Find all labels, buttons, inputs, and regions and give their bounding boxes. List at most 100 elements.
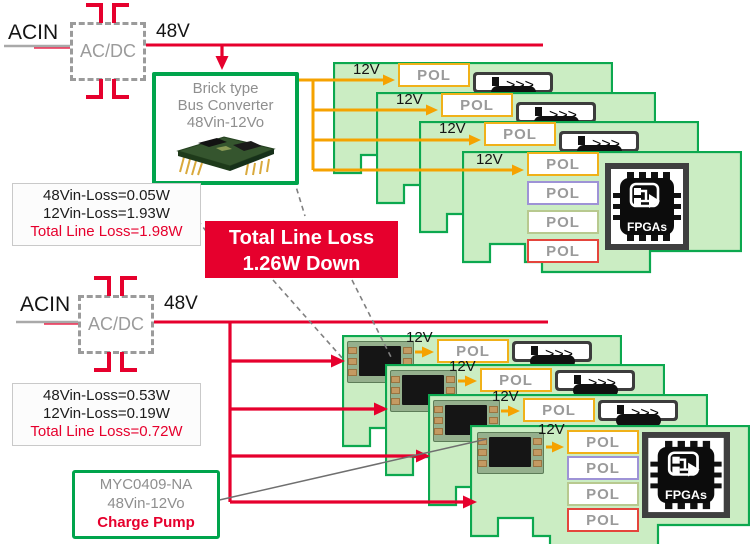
logic-flow-icon <box>667 451 700 477</box>
connector-latch-icon <box>616 414 661 427</box>
solder-pad-icon <box>533 460 542 467</box>
solder-pad-icon <box>348 358 357 365</box>
connector-latch-icon <box>573 384 618 397</box>
loss-line: 12Vin-Loss=1.93W <box>43 205 170 222</box>
fpga-chip: FPGAs <box>642 432 730 518</box>
acdc-label: AC/DC <box>87 314 144 334</box>
svg-text:FPGAs: FPGAs <box>627 220 667 234</box>
solder-pad-icon <box>391 387 400 394</box>
ac-plug-mark-icon <box>94 352 111 372</box>
solder-pad-icon <box>446 376 455 383</box>
rail-voltage-label: 12V <box>396 91 423 108</box>
connector-pin-icon <box>534 107 542 116</box>
fpga-chip-icon: FPGAs <box>605 163 689 250</box>
loss-note-top: 48Vin-Loss=0.05W 12Vin-Loss=1.93W Total … <box>12 183 201 246</box>
converter-title-line: Bus Converter <box>177 97 274 114</box>
ac-plug-mark-icon <box>120 352 137 372</box>
bus-voltage-label-bottom: 48V <box>164 293 198 314</box>
loss-line: 48Vin-Loss=0.53W <box>43 387 170 404</box>
charge-pump-module-photo <box>477 432 544 474</box>
brick-bus-converter-box: Brick type Bus Converter 48Vin-12Vo <box>152 72 299 185</box>
connector-pin-icon <box>573 375 581 384</box>
loss-line: 12Vin-Loss=0.19W <box>43 405 170 422</box>
badge-line: Total Line Loss <box>228 227 375 249</box>
callout-dashed-lines <box>186 179 392 361</box>
solder-pad-icon <box>391 398 400 405</box>
solder-pad-icon <box>446 387 455 394</box>
solder-pad-icon <box>434 406 443 413</box>
module-type-label: Charge Pump <box>97 514 195 531</box>
rail-voltage-label: 12V <box>406 329 433 346</box>
charge-pump-pointer-line <box>214 438 488 502</box>
module-part-number: MYC0409-NA <box>99 476 193 493</box>
solder-pad-icon <box>348 347 357 354</box>
connector-pin-icon <box>491 77 499 86</box>
connector-pin-icon <box>616 405 624 414</box>
solder-pad-icon <box>434 417 443 424</box>
fpga-chip: FPGAs <box>605 163 689 250</box>
rail-voltage-label: 12V <box>353 61 380 78</box>
svg-text:FPGAs: FPGAs <box>665 489 707 503</box>
dimm-connector: >>> <box>473 72 553 99</box>
pol-regulator: POL <box>441 93 513 117</box>
ac-plug-mark-icon <box>112 79 129 99</box>
dimm-connector: >>> <box>516 102 596 129</box>
total-loss-line: Total Line Loss=0.72W <box>30 423 183 440</box>
connector-pin-icon <box>577 136 585 145</box>
pol-regulator: POL <box>480 368 552 392</box>
acdc-converter-bottom: AC/DC <box>78 295 154 354</box>
rail-voltage-label: 12V <box>492 388 519 405</box>
charge-pump-module-box: MYC0409-NA 48Vin-12Vo Charge Pump <box>72 470 220 539</box>
badge-line: 1.26W Down <box>242 253 361 275</box>
module-to-pol-arrows <box>415 346 564 453</box>
ac-plug-mark-icon <box>86 79 103 99</box>
solder-pad-icon <box>533 438 542 445</box>
rail-voltage-label: 12V <box>476 151 503 168</box>
solder-pad-icon <box>391 376 400 383</box>
12v-distribution-top <box>292 74 524 176</box>
solder-pad-icon <box>348 369 357 376</box>
ac-plug-mark-icon <box>86 3 103 23</box>
connector-pin-icon <box>530 346 538 355</box>
pol-regulator: POL <box>567 482 639 506</box>
dimm-connector: >>> <box>598 400 678 427</box>
module-chip-icon <box>489 437 531 467</box>
bus-converter-photo <box>176 136 276 176</box>
rail-voltage-label: 12V <box>449 358 476 375</box>
rail-voltage-label: 12V <box>439 120 466 137</box>
pol-regulator: POL <box>567 508 639 532</box>
charge-pump-module-photo <box>433 400 500 442</box>
pol-regulator: POL <box>398 63 470 87</box>
converter-title-line: 48Vin-12Vo <box>186 114 265 131</box>
ac-input-lines <box>4 44 78 325</box>
solder-pad-icon <box>403 347 412 354</box>
logic-flow-icon <box>629 182 660 208</box>
bus-voltage-label-top: 48V <box>156 21 190 42</box>
pol-regulator: POL <box>484 122 556 146</box>
solder-pad-icon <box>489 417 498 424</box>
ac-plug-mark-icon <box>112 3 129 23</box>
pol-regulator: POL <box>567 430 639 454</box>
48v-bus-top <box>140 43 543 70</box>
loss-line: 48Vin-Loss=0.05W <box>43 187 170 204</box>
pol-regulator: POL <box>527 210 599 234</box>
acdc-label: AC/DC <box>79 41 136 61</box>
acin-label-top: ACIN <box>8 21 59 44</box>
fpga-chip-icon: FPGAs <box>642 432 730 518</box>
acin-label-bottom: ACIN <box>20 293 71 316</box>
solder-pad-icon <box>533 449 542 456</box>
module-io-spec: 48Vin-12Vo <box>107 495 185 512</box>
loss-note-bottom: 48Vin-Loss=0.53W 12Vin-Loss=0.19W Total … <box>12 383 201 446</box>
total-loss-line: Total Line Loss=1.98W <box>30 223 183 240</box>
ac-plug-mark-icon <box>94 276 111 296</box>
solder-pad-icon <box>478 449 487 456</box>
ac-plug-mark-icon <box>120 276 137 296</box>
pol-regulator: POL <box>523 398 595 422</box>
dimm-connector: >>> <box>555 370 635 397</box>
solder-pad-icon <box>478 460 487 467</box>
